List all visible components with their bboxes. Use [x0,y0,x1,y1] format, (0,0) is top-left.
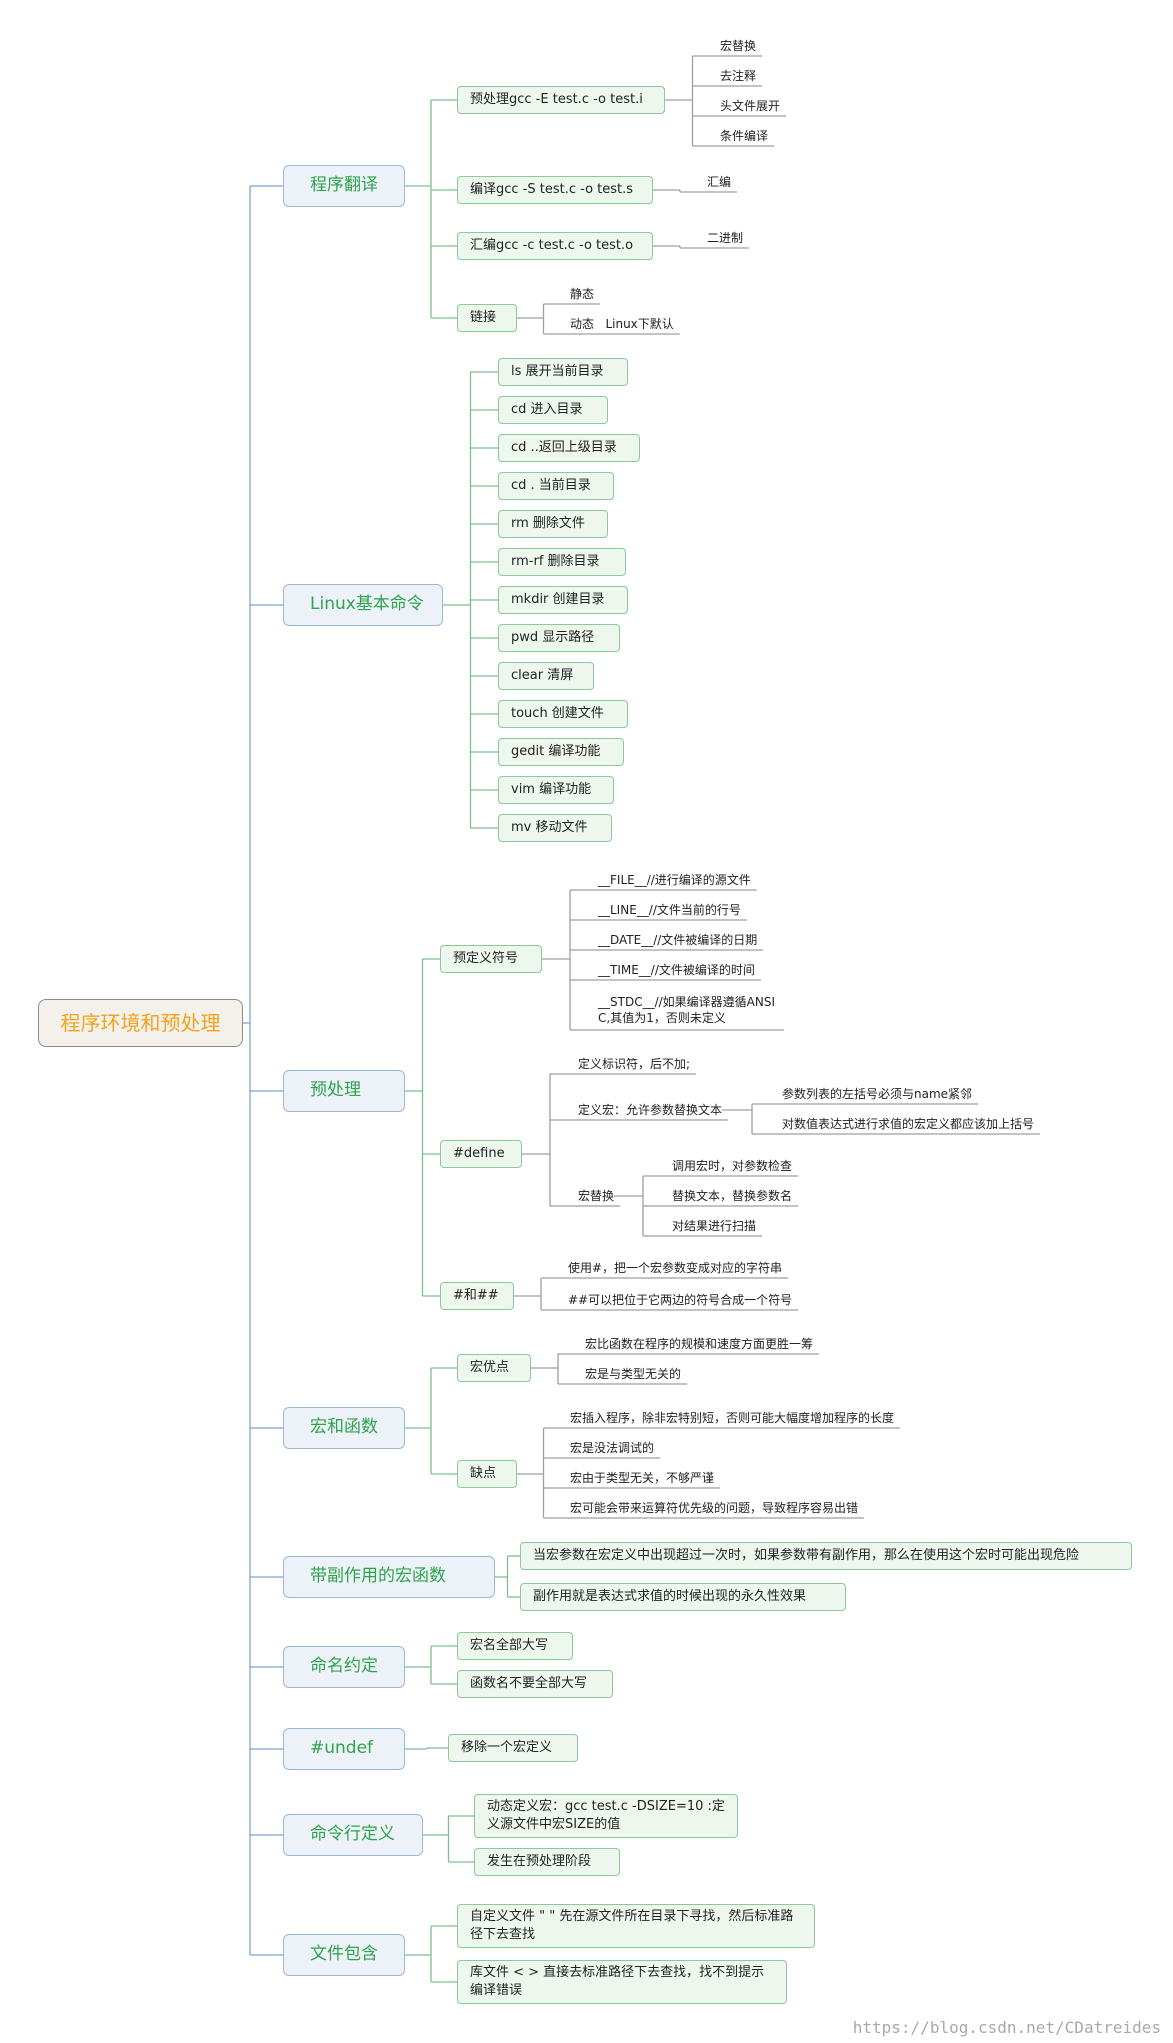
leaf-not-strict: 宏由于类型无关，不够严谨 [570,1471,715,1485]
cmd-cd[interactable]: cd 进入目录 [498,396,608,424]
side-effect-definition[interactable]: 副作用就是表达式求值的时候出现的永久性效果 [520,1583,846,1611]
macro-disadvantages[interactable]: 缺点 [457,1460,517,1488]
cmd-vim[interactable]: vim 编译功能 [498,776,614,804]
naming-function-not-upper[interactable]: 函数名不要全部大写 [457,1670,613,1698]
leaf-remove-comments: 去注释 [720,69,757,83]
translation-compile[interactable]: 编译gcc -S test.c -o test.s [457,176,653,204]
leaf-time-macro: __TIME__//文件被编译的时间 [598,963,755,977]
cmd-cd-current[interactable]: cd . 当前目录 [498,472,614,500]
include-user-file[interactable]: 自定义文件 " " 先在源文件所在目录下寻找，然后标准路径下去查找 [457,1904,815,1948]
watermark: https://blog.csdn.net/CDatreides [852,2018,1161,2037]
topic-linux-commands[interactable]: Linux基本命令 [283,584,443,626]
leaf-macro-speed: 宏比函数在程序的规模和速度方面更胜一筹 [585,1337,814,1351]
topic-undef[interactable]: #undef [283,1728,405,1770]
leaf-expr-parens: 对数值表达式进行求值的宏定义都应该加上括号 [782,1117,1035,1131]
leaf-conditional-compile: 条件编译 [720,129,769,143]
topic-preprocessing[interactable]: 预处理 [283,1070,405,1112]
leaf-macro-substitution: 宏替换 [578,1189,615,1203]
leaf-precedence: 宏可能会带来运算符优先级的问题，导致程序容易出错 [570,1501,859,1515]
leaf-file-macro: __FILE__//进行编译的源文件 [598,873,751,887]
root-node[interactable]: 程序环境和预处理 [38,999,243,1047]
leaf-date-macro: __DATE__//文件被编译的日期 [598,933,758,947]
leaf-stdc-macro: __STDC__//如果编译器遵循ANSI C,其值为1，否则未定义 [598,995,775,1025]
leaf-param-paren: 参数列表的左括号必须与name紧邻 [782,1087,973,1101]
leaf-stringize: 使用#，把一个宏参数变成对应的字符串 [568,1261,783,1275]
stringize-node[interactable]: #和## [440,1282,514,1310]
leaf-assembly: 汇编 [707,175,732,189]
leaf-scan-result: 对结果进行扫描 [672,1219,757,1233]
leaf-binary: 二进制 [707,231,744,245]
cmdline-dynamic-define[interactable]: 动态定义宏：gcc test.c -DSIZE=10 :定义源文件中宏SIZE的… [474,1794,738,1838]
leaf-macro-typeless: 宏是与类型无关的 [585,1367,682,1381]
topic-macro-and-function[interactable]: 宏和函数 [283,1407,405,1449]
naming-macro-upper[interactable]: 宏名全部大写 [457,1632,573,1660]
predefined-symbols[interactable]: 预定义符号 [440,945,542,973]
leaf-header-expand: 头文件展开 [720,99,781,113]
leaf-static: 静态 [570,287,595,301]
leaf-no-debug: 宏是没法调试的 [570,1441,655,1455]
cmd-gedit[interactable]: gedit 编译功能 [498,738,624,766]
topic-program-translation[interactable]: 程序翻译 [283,165,405,207]
leaf-define-macro: 定义宏：允许参数替换文本 [578,1103,723,1117]
leaf-replace-text: 替换文本，替换参数名 [672,1189,793,1203]
translation-preprocess[interactable]: 预处理gcc -E test.c -o test.i [457,86,665,114]
cmd-cd-parent[interactable]: cd ..返回上级目录 [498,434,640,462]
macro-advantages[interactable]: 宏优点 [457,1354,531,1382]
leaf-macro-replace: 宏替换 [720,39,757,53]
cmd-pwd[interactable]: pwd 显示路径 [498,624,620,652]
leaf-define-identifier: 定义标识符，后不加; [578,1057,691,1071]
topic-side-effect-macros[interactable]: 带副作用的宏函数 [283,1556,495,1598]
cmd-touch[interactable]: touch 创建文件 [498,700,628,728]
undef-remove[interactable]: 移除一个宏定义 [448,1734,578,1762]
leaf-check-params: 调用宏时，对参数检查 [672,1159,793,1173]
include-library-file[interactable]: 库文件 < > 直接去标准路径下去查找，找不到提示编译错误 [457,1960,787,2004]
cmd-rm-rf[interactable]: rm-rf 删除目录 [498,548,626,576]
translation-link[interactable]: 链接 [457,304,517,332]
leaf-code-bloat: 宏插入程序，除非宏特别短，否则可能大幅度增加程序的长度 [570,1411,895,1425]
define-node[interactable]: #define [440,1140,522,1168]
translation-assemble[interactable]: 汇编gcc -c test.c -o test.o [457,232,653,260]
topic-file-include[interactable]: 文件包含 [283,1934,405,1976]
leaf-token-paste: ##可以把位于它两边的符号合成一个符号 [568,1293,793,1307]
cmdline-preprocess-stage[interactable]: 发生在预处理阶段 [474,1848,620,1876]
cmd-clear[interactable]: clear 清屏 [498,662,594,690]
side-effect-danger[interactable]: 当宏参数在宏定义中出现超过一次时，如果参数带有副作用，那么在使用这个宏时可能出现… [520,1542,1132,1570]
leaf-dynamic: 动态 Linux下默认 [570,317,674,331]
leaf-line-macro: __LINE__//文件当前的行号 [598,903,741,917]
cmd-mkdir[interactable]: mkdir 创建目录 [498,586,628,614]
topic-command-line-define[interactable]: 命令行定义 [283,1814,423,1856]
cmd-ls[interactable]: ls 展开当前目录 [498,358,628,386]
topic-naming-convention[interactable]: 命名约定 [283,1646,405,1688]
cmd-rm[interactable]: rm 删除文件 [498,510,608,538]
cmd-mv[interactable]: mv 移动文件 [498,814,612,842]
